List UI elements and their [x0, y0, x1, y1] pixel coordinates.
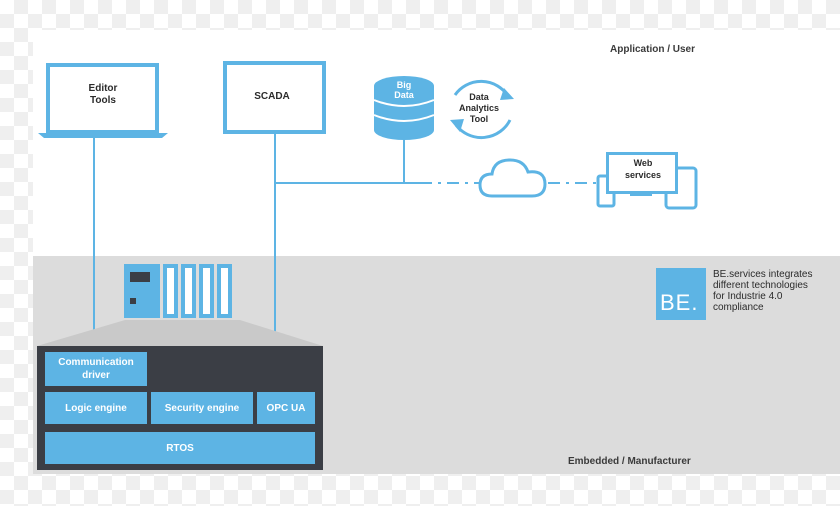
opc-ua-block: OPC UA [257, 392, 315, 424]
application-zone-label: Application / User [610, 44, 696, 55]
bigdata-cylinder-icon [373, 76, 435, 140]
embedded-zone-label: Embedded / Manufacturer [568, 456, 691, 467]
logic-engine-block: Logic engine [45, 392, 147, 424]
laptop-label: Editor Tools [88, 83, 118, 106]
laptop-icon [46, 63, 159, 134]
plc-hardware-icon [124, 264, 232, 318]
scada-monitor-icon [223, 61, 326, 134]
rtos-block: RTOS [45, 432, 315, 464]
scada-label: SCADA [254, 91, 290, 102]
cloud-icon [478, 158, 547, 198]
be-logo: BE. [656, 268, 706, 320]
web-monitor-icon [606, 152, 678, 194]
laptop-base [38, 133, 168, 138]
stack-projection [37, 320, 323, 346]
monitor-stand [630, 192, 652, 196]
web-services-label: Web services [624, 158, 662, 180]
bigdata-label: Big Data [394, 80, 414, 100]
brand-tagline: BE.services integrates different technol… [713, 269, 813, 313]
security-engine-block: Security engine [151, 392, 253, 424]
firmware-stack: Communication driver Logic engine Securi… [37, 346, 323, 470]
application-zone [33, 30, 840, 256]
analytics-label: Data Analytics Tool [458, 92, 500, 124]
communication-driver-block: Communication driver [45, 352, 147, 386]
analytics-cycle-icon [450, 79, 514, 140]
